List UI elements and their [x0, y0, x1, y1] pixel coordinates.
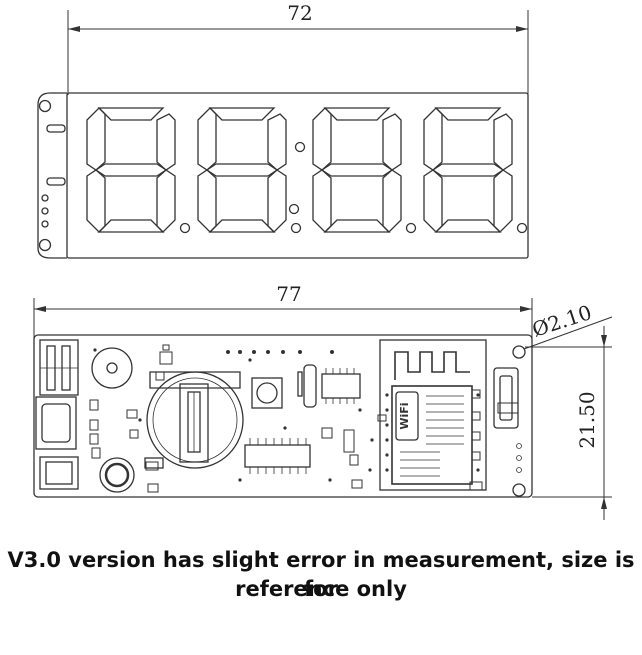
tactile-button: [251, 377, 283, 409]
pcb-view: [33, 298, 613, 520]
colon-dot-bottom: [288, 203, 300, 215]
dimension-label-board-height: 21.50: [575, 391, 599, 448]
dimension-label-77: 77: [276, 282, 301, 306]
display-view: [37, 10, 529, 259]
wifi-module-label: WiFi: [398, 402, 411, 429]
technical-drawing: 72 77 Ø2.10 21.50 WiFi: [33, 1, 613, 520]
driver-ic: [244, 444, 311, 468]
seven-segment-digit-3: [312, 107, 417, 234]
mount-hole: [512, 345, 526, 359]
pcb-board: [33, 334, 533, 498]
dimension-label-72: 72: [287, 1, 312, 25]
caption-line-2: reference only: [235, 577, 407, 601]
wifi-module: [379, 339, 487, 491]
seven-segment-digit-2: [197, 107, 302, 234]
seven-segment-digit-4: [423, 107, 528, 234]
seven-segment-digit-1: [86, 107, 191, 234]
battery-holder: [146, 371, 244, 469]
display-flange: [37, 92, 67, 259]
caption-line-1: V3.0 version has slight error in measure…: [7, 548, 635, 601]
colon-dot-top: [294, 141, 306, 153]
display-body: [66, 92, 529, 259]
